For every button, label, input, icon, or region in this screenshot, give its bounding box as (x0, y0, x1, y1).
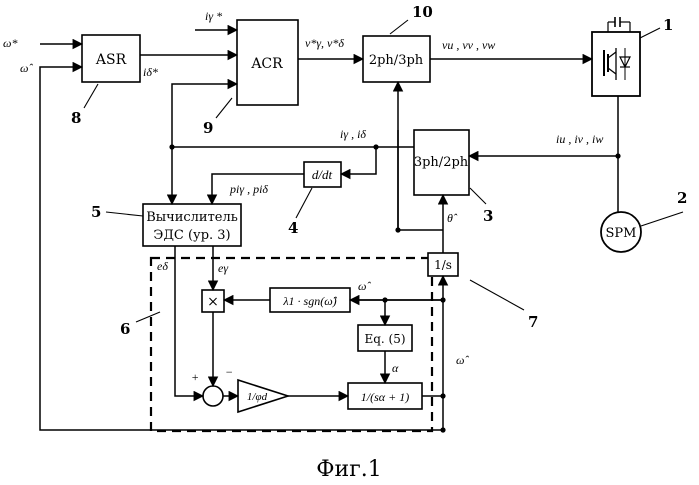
ddt-block: d/dt (304, 162, 341, 187)
label-i-gd: iγ , iδ (340, 127, 366, 141)
label-v-uvw: vu , vv , vw (442, 38, 495, 52)
svg-text:λ1 · sgn(ω̂): λ1 · sgn(ω̂) (282, 294, 337, 308)
label-alpha: α (392, 361, 399, 375)
label-e-gamma: eγ (218, 261, 228, 275)
eq5-block: Eq. (5) (358, 325, 412, 351)
emf-calculator-block: Вычислитель ЭДС (ур. 3) (143, 204, 241, 246)
label-i-gamma-ref: iγ * (205, 9, 222, 23)
svg-text:ASR: ASR (95, 52, 127, 68)
multiplier-block: × (202, 290, 224, 312)
svg-text:1/φd: 1/φd (247, 391, 268, 403)
summing-junction (203, 386, 223, 406)
acr-block: ACR (237, 20, 298, 105)
label-omega-ref: ω* (3, 36, 17, 50)
ref-number-5: 5 (91, 203, 101, 221)
label-i-delta-ref: iδ* (143, 65, 158, 79)
svg-text:ЭДС (ур. 3): ЭДС (ур. 3) (153, 228, 230, 243)
motor-spm: SPM (601, 212, 641, 252)
conv-2ph-3ph-block: 2ph/3ph (363, 36, 430, 82)
svg-text:3ph/2ph: 3ph/2ph (414, 155, 469, 170)
ref-number-3: 3 (483, 207, 493, 225)
svg-text:SPM: SPM (606, 226, 637, 241)
ref-number-1: 1 (663, 16, 673, 34)
ref-number-6: 6 (120, 320, 130, 338)
label-minus-sign: − (225, 365, 233, 379)
lowpass-filter-block: 1/(sα + 1) (348, 383, 422, 409)
figure-caption: Фиг.1 (316, 457, 381, 482)
conv-3ph-2ph-block: 3ph/2ph (414, 130, 469, 195)
sgn-block: λ1 · sgn(ω̂) (270, 288, 350, 312)
svg-text:2ph/3ph: 2ph/3ph (369, 53, 424, 68)
integrator-block: 1/s (428, 253, 458, 276)
ref-number-2: 2 (677, 189, 687, 207)
asr-block: ASR (82, 35, 140, 82)
label-theta-hat: θ̂ (447, 211, 458, 225)
svg-text:1/s: 1/s (434, 258, 452, 272)
gain-block: 1/φd (238, 380, 288, 412)
label-omega-hat-feedback: ω̂ (456, 353, 469, 367)
label-pi-gd: piγ , piδ (229, 182, 268, 196)
label-e-delta: eδ (157, 259, 168, 273)
ref-number-10: 10 (412, 3, 433, 21)
label-i-uvw: iu , iv , iw (556, 132, 603, 146)
svg-text:1/(sα + 1): 1/(sα + 1) (361, 390, 409, 404)
ref-number-4: 4 (288, 219, 298, 237)
svg-text:d/dt: d/dt (312, 167, 333, 182)
label-omega-hat-asr: ω̂ (20, 61, 33, 75)
label-plus-sign: + (191, 370, 199, 384)
svg-text:ACR: ACR (250, 56, 283, 72)
label-v-refs: v*γ, v*δ (305, 36, 344, 50)
svg-text:Вычислитель: Вычислитель (146, 210, 238, 225)
ref-number-9: 9 (203, 119, 213, 137)
svg-text:Eq. (5): Eq. (5) (364, 332, 405, 346)
signal-wires (40, 30, 618, 430)
label-omega-hat-observer: ω̂ (358, 279, 371, 293)
ref-number-7: 7 (528, 313, 538, 331)
inverter-block (592, 17, 640, 96)
svg-text:×: × (207, 294, 219, 310)
ref-number-8: 8 (71, 109, 81, 127)
